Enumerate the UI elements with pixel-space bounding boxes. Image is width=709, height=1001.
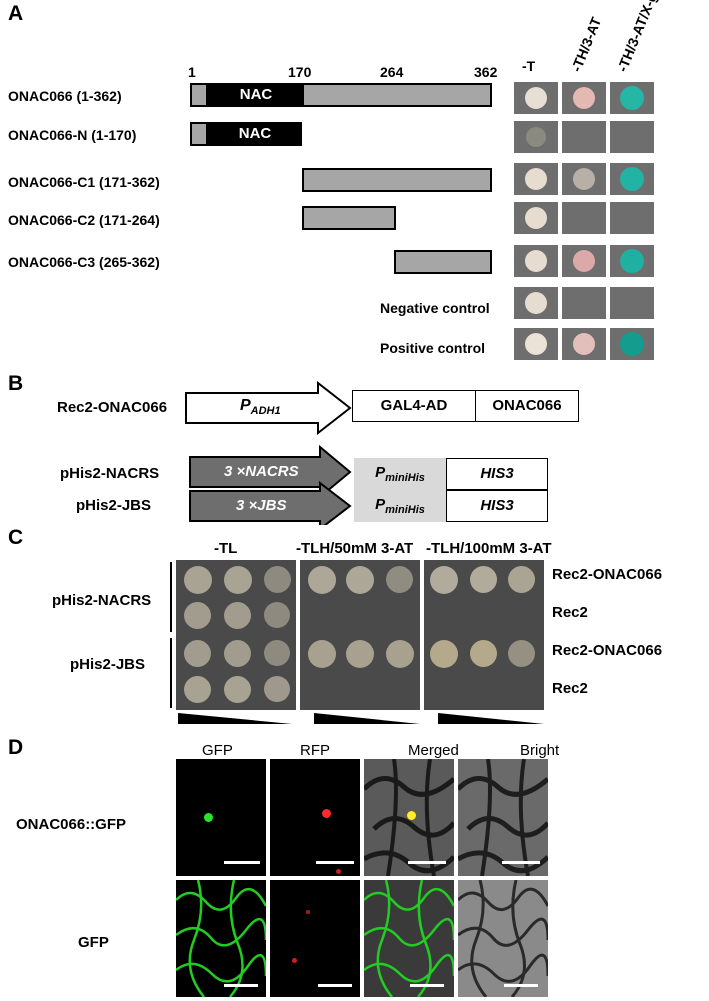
row-label-1: Rec2-ONAC066: [552, 566, 663, 583]
panel-b-diagram: [185, 380, 352, 525]
construct-bar-c1: [302, 168, 492, 192]
tick-264: 264: [380, 64, 404, 80]
col-header-xgal: -TH/3-AT/X-gal: [614, 0, 665, 74]
tick-1: 1: [188, 64, 196, 80]
col-header-th: -TH/3-AT: [568, 14, 605, 74]
panel-d-col-gfp: GFP: [202, 742, 233, 759]
tick-170: 170: [288, 64, 312, 80]
construct-label-n: ONAC066-N (1-170): [8, 127, 137, 143]
panel-c-label: C: [8, 526, 24, 549]
nac-domain-n: NAC: [208, 122, 302, 146]
construct-bar-c3: [394, 250, 492, 274]
row-label-2: Rec2: [552, 604, 588, 621]
row-label-3: Rec2-ONAC066: [552, 642, 663, 659]
positive-control-label: Positive control: [380, 340, 486, 356]
nac-nterm-full: [190, 83, 208, 107]
panel-d-label: D: [8, 736, 24, 759]
construct-bar-c2: [302, 206, 396, 230]
group-bracket-nacrs: [170, 562, 172, 632]
nac-domain-full: NAC: [208, 83, 304, 107]
promoter-adh1: PADH1: [240, 397, 281, 418]
pminihis-box-jbs: PminiHis: [354, 490, 446, 522]
gal4-ad-box: GAL4-AD: [352, 390, 476, 422]
construct-label-full: ONAC066 (1-362): [8, 88, 122, 104]
col-header-t: -T: [522, 58, 536, 74]
micrograph-gfp-merged: [364, 880, 454, 997]
panel-d-col-rfp: RFP: [300, 742, 330, 759]
negative-control-label: Negative control: [380, 300, 490, 316]
micrograph-onac066-merged: [364, 759, 454, 876]
group-bracket-jbs: [170, 638, 172, 708]
group-label-nacrs: pHis2-NACRS: [52, 592, 152, 609]
his3-box-nacrs: HIS3: [446, 458, 548, 490]
row-label-4: Rec2: [552, 680, 588, 697]
micrograph-onac066-bright: [458, 759, 548, 876]
promoter-nacrs: 3 ×NACRS: [224, 463, 299, 480]
group-label-jbs: pHis2-JBS: [70, 656, 146, 673]
panel-b-label: B: [8, 372, 24, 395]
micrograph-onac066-gfp: [176, 759, 266, 876]
onac066-box: ONAC066: [475, 390, 579, 422]
micrograph-onac066-rfp: [270, 759, 360, 876]
his3-box-jbs: HIS3: [446, 490, 548, 522]
panel-d-row-gfp: GFP: [78, 934, 109, 951]
construct-label-c3: ONAC066-C3 (265-362): [8, 254, 160, 270]
nac-nterm-n: [190, 122, 208, 146]
panel-d-row-onac066-gfp: ONAC066::GFP: [16, 816, 127, 833]
construct-phis2-jbs-label: pHis2-JBS: [76, 497, 152, 514]
construct-label-c2: ONAC066-C2 (171-264): [8, 212, 160, 228]
panel-c-col-50mm: -TLH/50mM 3-AT: [296, 540, 414, 557]
panel-c-col-100mm: -TLH/100mM 3-AT: [426, 540, 552, 557]
promoter-jbs: 3 ×JBS: [236, 497, 287, 514]
spot-grid-a: [512, 80, 656, 362]
dilution-wedges: [178, 713, 544, 724]
construct-phis2-nacrs-label: pHis2-NACRS: [60, 465, 160, 482]
construct-label-c1: ONAC066-C1 (171-362): [8, 174, 160, 190]
micrograph-gfp-bright: [458, 880, 548, 997]
panel-c-col-tl: -TL: [214, 540, 238, 557]
micrograph-gfp-rfp: [270, 880, 360, 997]
construct-rec2-onac066-label: Rec2-ONAC066: [57, 399, 168, 416]
tick-362: 362: [474, 64, 498, 80]
panel-d-col-merged: Merged: [408, 742, 459, 759]
pminihis-box-nacrs: PminiHis: [354, 458, 446, 490]
panel-d-col-bright: Bright: [520, 742, 560, 759]
micrograph-gfp-gfp: [176, 880, 266, 997]
panel-a-label: A: [8, 2, 24, 25]
